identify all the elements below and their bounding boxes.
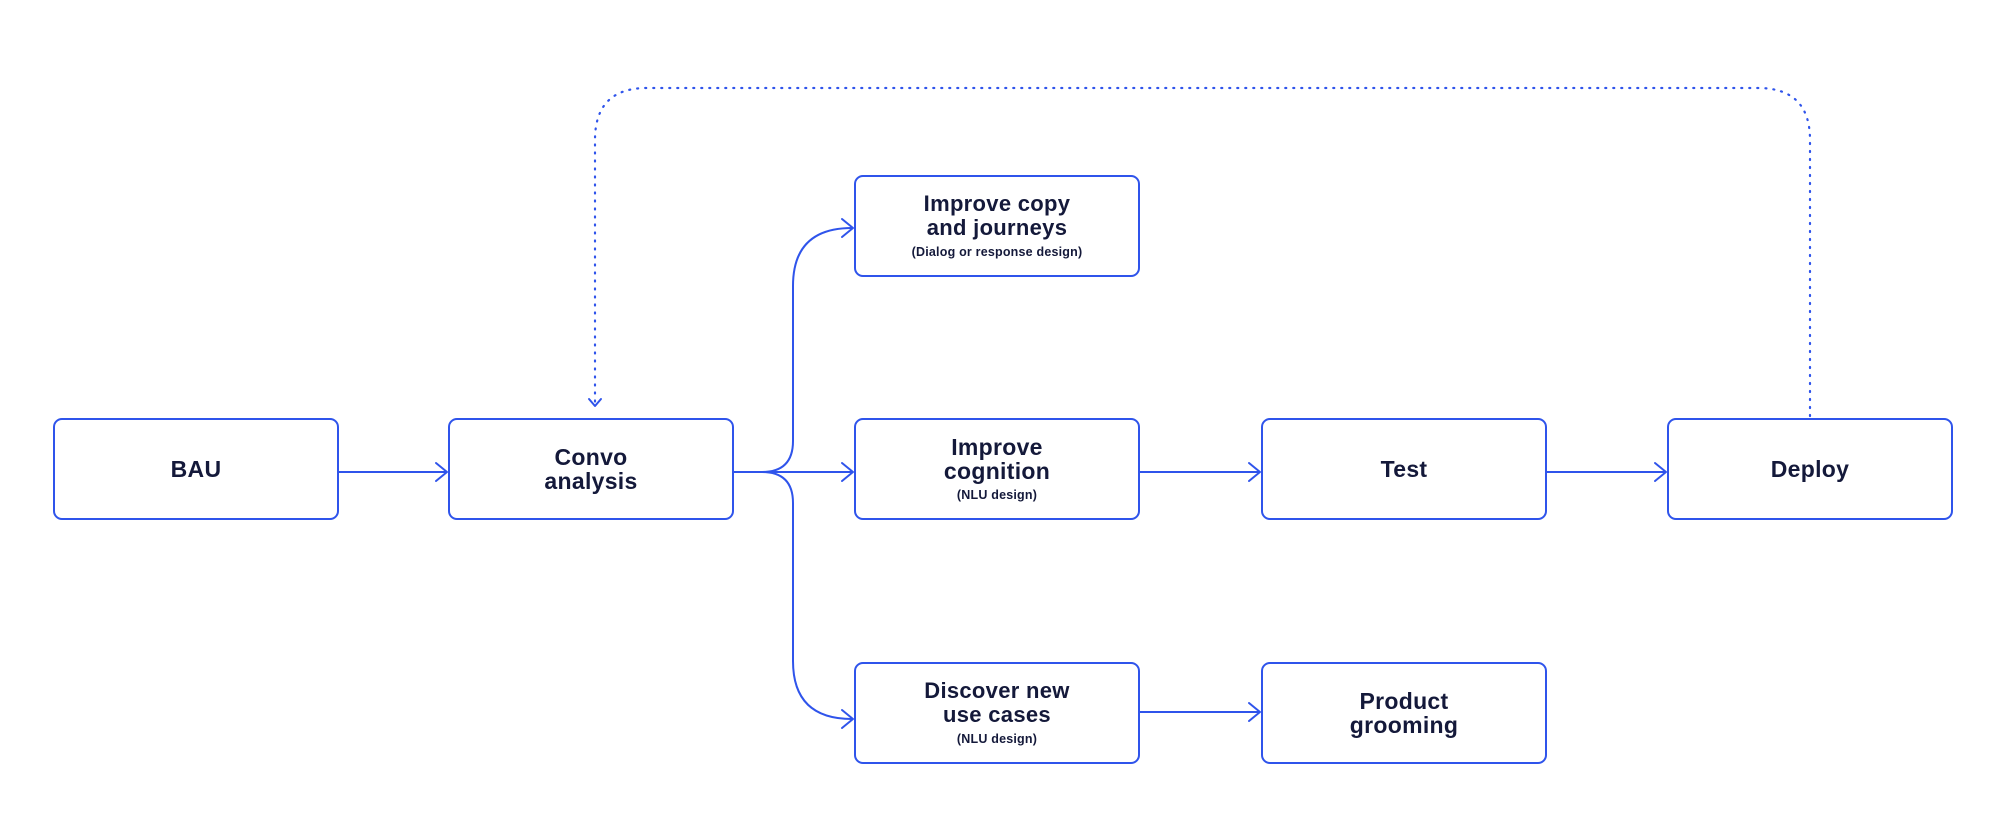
arrowhead-convo-loop — [588, 398, 602, 407]
node-discover-use-cases-subtitle: (NLU design) — [956, 732, 1038, 746]
arrowhead-cognition — [841, 462, 854, 482]
node-discover-use-cases: Discover new use cases (NLU design) — [854, 662, 1140, 764]
node-test-title: Test — [1380, 456, 1428, 482]
node-product-grooming-title: Product grooming — [1349, 688, 1459, 738]
arrowhead-convo — [435, 462, 448, 482]
node-improve-copy-subtitle: (Dialog or response design) — [911, 245, 1083, 259]
arrowhead-grooming — [1248, 702, 1261, 722]
node-improve-cognition-subtitle: (NLU design) — [956, 488, 1038, 502]
node-bau: BAU — [53, 418, 339, 520]
arrowhead-test — [1248, 462, 1261, 482]
arrowhead-deploy — [1654, 462, 1667, 482]
node-convo-analysis: Convo analysis — [448, 418, 734, 520]
edge-convo-to-copy — [761, 227, 853, 473]
node-deploy-title: Deploy — [1770, 456, 1850, 482]
node-improve-cognition: Improve cognition (NLU design) — [854, 418, 1140, 520]
node-bau-title: BAU — [170, 456, 222, 482]
node-test: Test — [1261, 418, 1547, 520]
edge-convo-to-discover — [761, 471, 853, 720]
node-product-grooming: Product grooming — [1261, 662, 1547, 764]
node-discover-use-cases-title: Discover new use cases — [924, 678, 1070, 727]
node-improve-copy: Improve copy and journeys (Dialog or res… — [854, 175, 1140, 277]
node-improve-cognition-title: Improve cognition — [943, 434, 1051, 484]
node-deploy: Deploy — [1667, 418, 1953, 520]
node-improve-copy-title: Improve copy and journeys — [923, 191, 1071, 240]
arrowhead-copy — [841, 218, 854, 238]
edge-deploy-to-convo-loop — [593, 86, 1812, 418]
arrowhead-discover — [841, 709, 854, 729]
node-convo-analysis-title: Convo analysis — [544, 444, 638, 494]
